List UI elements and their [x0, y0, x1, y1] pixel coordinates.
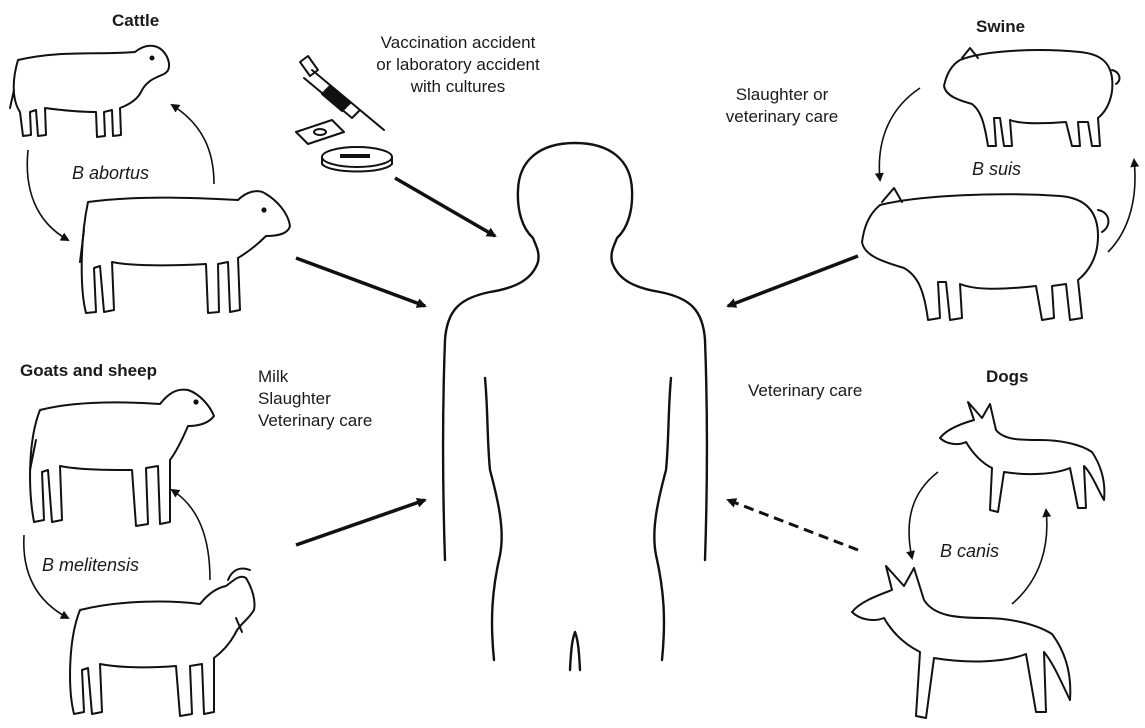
dog-bottom-icon: [852, 566, 1070, 718]
human-silhouette: [443, 143, 707, 670]
arrow-goats-to-human: [296, 500, 425, 545]
arrow-dogs-to-human: [728, 500, 858, 550]
swine-route-label: Slaughter or veterinary care: [702, 84, 862, 128]
goats-cycle-down-arrow: [24, 535, 68, 618]
lab-route-line-3: with cultures: [343, 76, 573, 98]
goat-bottom-icon: [70, 568, 254, 716]
arrow-swine-to-human: [728, 256, 858, 306]
swine-title: Swine: [976, 16, 1025, 38]
lab-route-line-1: Vaccination accident: [343, 32, 573, 54]
goats-species-label: B melitensis: [42, 554, 139, 576]
cattle-title: Cattle: [112, 10, 159, 32]
cow-bottom-icon: [80, 191, 290, 313]
swine-species-label: B suis: [972, 158, 1021, 180]
swine-cycle-up-arrow: [1108, 160, 1135, 252]
cow-top-icon: [10, 46, 169, 137]
transmission-arrows: [296, 178, 858, 550]
sheep-top-icon: [30, 390, 214, 526]
cattle-cycle-up-arrow: [172, 105, 214, 184]
dogs-cycle-down-arrow: [909, 472, 938, 558]
goats-route-line-2: Slaughter: [258, 388, 372, 410]
dogs-species-label: B canis: [940, 540, 999, 562]
arrow-cattle-to-human: [296, 258, 425, 306]
arrow-lab-to-human: [395, 178, 495, 236]
dogs-cycle-up-arrow: [1012, 510, 1047, 604]
cattle-species-label: B abortus: [72, 162, 149, 184]
dog-top-icon: [940, 402, 1104, 512]
culture-slide-icon: [296, 120, 344, 144]
goats-title: Goats and sheep: [20, 360, 157, 382]
pig-bottom-icon: [862, 188, 1108, 320]
swine-route-line-1: Slaughter or: [702, 84, 862, 106]
swine-route-line-2: veterinary care: [702, 106, 862, 128]
goats-route-line-3: Veterinary care: [258, 410, 372, 432]
cattle-cycle-down-arrow: [27, 150, 68, 240]
lab-route-line-2: or laboratory accident: [343, 54, 573, 76]
swine-cycle-down-arrow: [879, 88, 920, 180]
goats-route-line-1: Milk: [258, 366, 372, 388]
dogs-route-line-1: Veterinary care: [748, 380, 862, 402]
pig-top-icon: [944, 48, 1119, 146]
dogs-title: Dogs: [986, 366, 1029, 388]
cycle-arrows: [24, 88, 1135, 618]
lab-route-label: Vaccination accident or laboratory accid…: [343, 32, 573, 98]
goats-route-label: Milk Slaughter Veterinary care: [258, 366, 372, 432]
goats-cycle-up-arrow: [172, 490, 210, 580]
petri-dish-icon: [322, 147, 392, 172]
dogs-route-label: Veterinary care: [748, 380, 862, 402]
